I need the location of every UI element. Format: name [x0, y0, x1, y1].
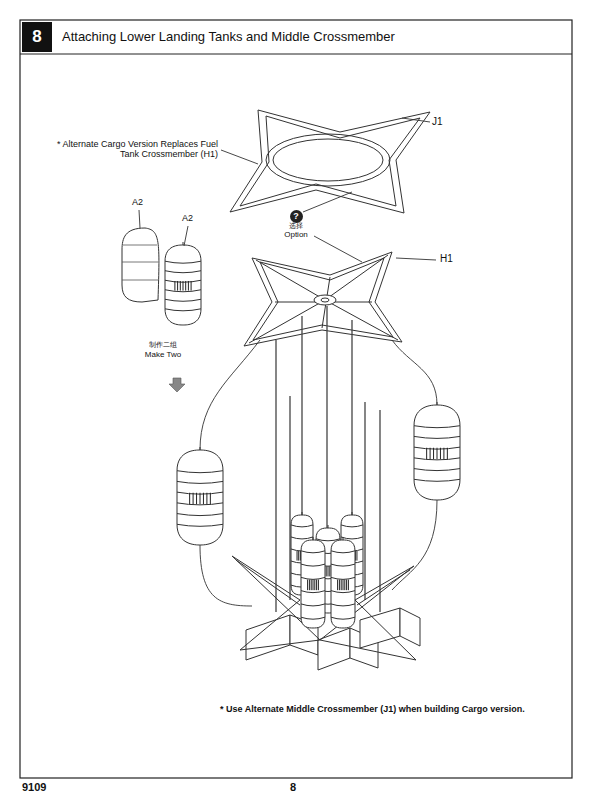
tank-half-shell: [122, 228, 159, 302]
instruction-text: Make Two: [138, 350, 188, 359]
leader-lines: [139, 118, 437, 606]
fuel-tank: [165, 242, 201, 325]
page-number: 8: [290, 781, 296, 794]
part-label: A2: [182, 213, 193, 223]
crossmember-j1: [230, 110, 430, 213]
option-mark: ?: [293, 211, 299, 221]
fuel-tank: [414, 402, 460, 500]
tank-half-bands: [122, 245, 158, 280]
sequence-arrow: [169, 378, 185, 392]
part-label: H1: [440, 253, 453, 265]
option-symbol: ?: [290, 210, 303, 223]
support-rods: [276, 306, 380, 612]
option-text: 选择: [276, 222, 316, 230]
fuel-tank: [301, 537, 325, 628]
part-label: A2: [132, 197, 143, 207]
instruction-text: 制作二组: [143, 341, 183, 349]
note-text: * Alternate Cargo Version Replaces Fuel …: [50, 139, 218, 160]
fuel-tank: [331, 537, 355, 628]
fuel-tank: [177, 447, 223, 545]
crossmember-h1: [244, 252, 402, 346]
step-number: 8: [32, 27, 41, 47]
note-text: * Use Alternate Middle Crossmember (J1) …: [220, 704, 525, 714]
kit-number: 9109: [22, 781, 46, 794]
step-number-box: 8: [22, 22, 52, 52]
page-frame: [20, 20, 572, 778]
option-text: Option: [271, 230, 321, 239]
step-title: Attaching Lower Landing Tanks and Middle…: [62, 30, 395, 45]
part-label: J1: [432, 116, 443, 128]
header-rule: [20, 54, 572, 55]
